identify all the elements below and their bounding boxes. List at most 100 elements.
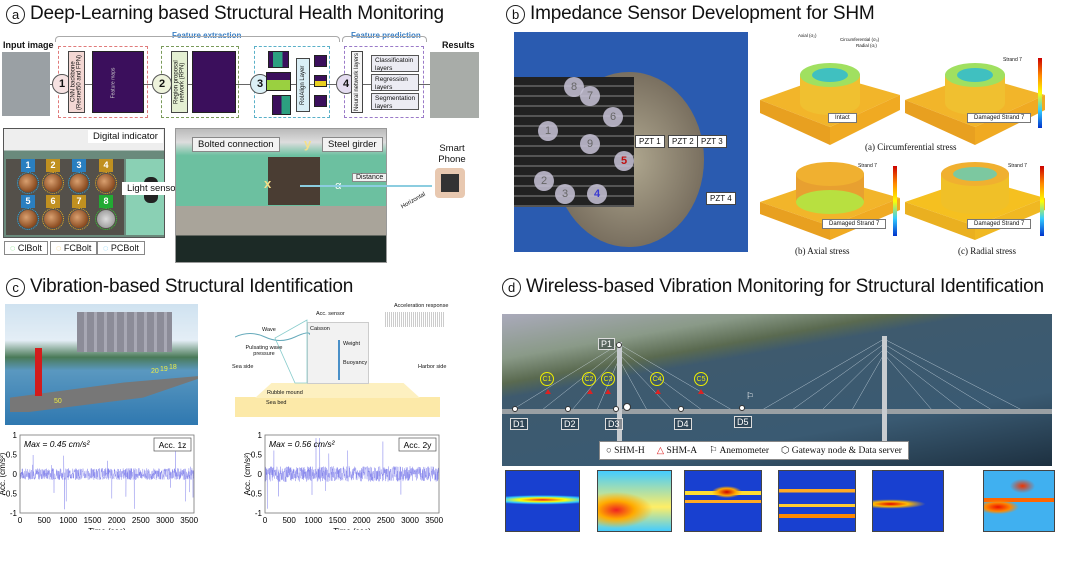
wave-label: Wave: [262, 327, 276, 333]
legend-box: [153, 437, 192, 452]
acc-response-thumb: [385, 312, 445, 327]
strand-number: 6: [603, 107, 623, 127]
distance-label: Distance: [352, 173, 388, 182]
shm-a-marker: [655, 389, 661, 394]
bolt-number: 5: [21, 195, 35, 208]
legend-clbolt: ◌ ClBolt: [4, 241, 48, 255]
deck-sensor-label: D1: [510, 418, 528, 430]
rubble-label: Rubble mound: [267, 390, 303, 396]
shm-h-node: [613, 406, 619, 412]
shm-h-node: [512, 406, 518, 412]
gateway-node: [623, 403, 631, 411]
x-tick-label: 3500: [425, 516, 443, 525]
legend-label: Acc. 2y: [404, 440, 433, 450]
panel-letter: c: [6, 277, 25, 297]
strand-number: 7: [580, 86, 600, 106]
x-tick-label: 2000: [108, 516, 126, 525]
axis-y: y: [304, 136, 312, 151]
strand-number: 8: [564, 77, 584, 97]
strand-number: 3: [555, 184, 575, 204]
acc-plot-1z: 10.50-0.5-10500100015002000250030003500T…: [0, 431, 199, 530]
rpn: Region proposal network (RPN): [171, 51, 188, 113]
bridge-structure: [502, 336, 1052, 454]
pier-number: 18: [169, 364, 177, 371]
wave-pressure: [235, 319, 310, 384]
caption-radial: (c) Radial stress: [958, 246, 1016, 256]
stage-2: 2: [152, 74, 172, 94]
x-tick-label: 2500: [377, 516, 395, 525]
bolt: [42, 172, 64, 194]
bolt: [68, 208, 90, 230]
colorbar: [893, 166, 897, 236]
smartphone-in-hand: [435, 168, 465, 198]
bolt-number: 2: [46, 159, 60, 172]
digital-indicator-label: Digital indicator: [88, 130, 163, 143]
shm-a-marker: [545, 389, 551, 394]
strand-number: 5: [614, 151, 634, 171]
x-tick-label: 1500: [84, 516, 102, 525]
title-text: Deep-Learning based Structural Health Mo…: [30, 3, 444, 24]
y-tick-label: 1: [13, 431, 18, 440]
roi-out-3: [314, 95, 327, 107]
y-tick-label: -1: [10, 509, 18, 518]
sea-side-label: Sea side: [232, 364, 254, 370]
sensor-legend: ○ SHM-H △ SHM-A ⚐ Anemometer ⬡ Gateway n…: [599, 441, 909, 460]
smart-phone-label: Smart Phone: [438, 143, 466, 165]
steel-girder-label: Steel girder: [322, 137, 383, 152]
acc-response-label: Acceleration response: [394, 303, 449, 309]
panel-a-title: a Deep-Learning based Structural Health …: [6, 3, 444, 25]
pzt-2-label: PZT 2: [668, 135, 698, 148]
stage-3: 3: [250, 74, 270, 94]
roi-map-1: [268, 51, 289, 68]
panel-letter: a: [6, 4, 25, 24]
legend-text: ClBolt: [17, 243, 42, 253]
acc-plot-2y: 10.50-0.5-10500100015002000250030003500T…: [243, 431, 444, 530]
strand-7-label: Strand 7: [1003, 57, 1022, 63]
pzt-1-label: PZT 1: [635, 135, 665, 148]
x-tick-label: 1000: [59, 516, 77, 525]
strand-number: 1: [538, 121, 558, 141]
bolt-number: 6: [46, 195, 60, 208]
caption-axial: (b) Axial stress: [795, 246, 850, 256]
legend-box: [398, 437, 437, 452]
legend-fcbolt: ◌ FCBolt: [50, 241, 98, 255]
bolt: [95, 172, 117, 194]
legend-shm-a: △ SHM-A: [656, 446, 698, 456]
x-tick-label: 2500: [132, 516, 150, 525]
circumferential-label: Circumferential (σ₀): [840, 37, 880, 42]
feature-extraction-label: Feature extraction: [172, 31, 242, 40]
pier-number: 20: [151, 368, 159, 375]
y-tick-label: -0.5: [3, 490, 17, 499]
legend-pcbolt: ◌ PCBolt: [97, 241, 145, 255]
panel-letter: b: [506, 4, 525, 24]
bridge-photo: P1 C1 C2 C3 C4 C5 ⚐ D1 D2 D3 D4 D5 ○ SHM…: [502, 314, 1052, 466]
light-sensor-label: Light sensor: [122, 182, 184, 195]
cable-sensor-label: C2: [582, 372, 596, 386]
bolt: [42, 208, 64, 230]
brace-prediction: [342, 36, 427, 42]
bolt-number: 1: [21, 159, 35, 172]
cable-sensor-label: C1: [540, 372, 554, 386]
legend-label: Acc. 1z: [159, 440, 187, 450]
y-tick-label: 1: [258, 431, 263, 440]
legend-text: PCBolt: [110, 243, 139, 253]
deck-sensor-label: D3: [605, 418, 623, 430]
shm-a-marker: [587, 389, 593, 394]
sea-bed-label: Sea bed: [266, 400, 287, 406]
axis-x: x: [264, 176, 272, 191]
y-tick-label: 0.5: [6, 451, 18, 460]
y-axis-label: Acc. (cm/s²): [0, 452, 7, 495]
input-image: [2, 52, 50, 116]
panel-d-title: d Wireless-based Vibration Monitoring fo…: [502, 276, 1044, 298]
pier-number: 19: [160, 366, 168, 373]
cable-sensor-label: C5: [694, 372, 708, 386]
breakwater-photo: [5, 304, 198, 425]
roialign-layer: RoIAlign Layer: [296, 58, 310, 112]
x-tick-label: 0: [18, 516, 23, 525]
neural-network-layers: Neural network layers: [351, 51, 363, 113]
shm-a-marker: [605, 389, 611, 394]
x-tick-label: 500: [282, 516, 296, 525]
colorbar: [1040, 166, 1044, 236]
legend-text: Anemometer: [719, 446, 770, 456]
plot-frame: [19, 434, 195, 514]
